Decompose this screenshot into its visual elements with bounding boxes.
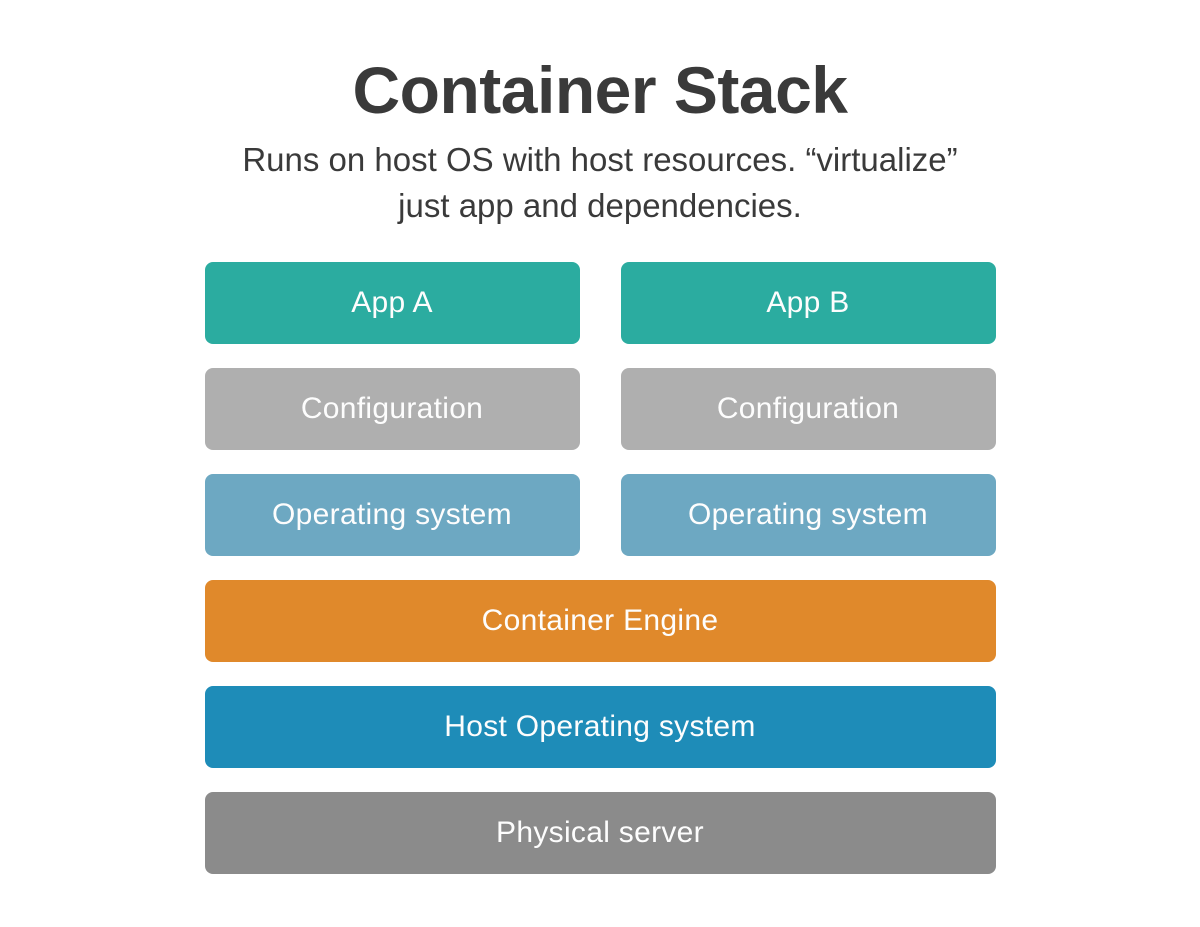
box-app-a-label: App A xyxy=(351,286,433,320)
box-app-b: App B xyxy=(620,262,996,345)
subtitle-line-1: Runs on host OS with host resources. “vi… xyxy=(242,141,958,179)
configuration-row: Configuration Configuration xyxy=(204,368,996,451)
container-stack: App A App B Configuration Configuration … xyxy=(204,262,996,875)
box-host-operating-system: Host Operating system xyxy=(204,686,996,769)
box-configuration-left: Configuration xyxy=(204,368,580,451)
box-operating-system-left-label: Operating system xyxy=(272,498,512,532)
box-host-operating-system-label: Host Operating system xyxy=(444,710,756,744)
subtitle-line-2: just app and dependencies. xyxy=(398,187,802,225)
box-operating-system-left: Operating system xyxy=(204,474,580,557)
box-configuration-right: Configuration xyxy=(620,368,996,451)
box-configuration-right-label: Configuration xyxy=(716,392,900,426)
box-app-a: App A xyxy=(204,262,580,345)
page-subtitle: Runs on host OS with host resources. “vi… xyxy=(150,137,1050,229)
box-physical-server-label: Physical server xyxy=(496,816,704,850)
box-physical-server: Physical server xyxy=(204,792,996,875)
box-configuration-left-label: Configuration xyxy=(300,392,484,426)
host-operating-system-row: Host Operating system xyxy=(204,686,996,769)
box-container-engine-label: Container Engine xyxy=(481,604,719,638)
physical-server-row: Physical server xyxy=(204,792,996,875)
box-container-engine: Container Engine xyxy=(204,580,996,663)
container-engine-row: Container Engine xyxy=(204,580,996,663)
box-operating-system-right-label: Operating system xyxy=(688,498,928,532)
apps-row: App A App B xyxy=(204,262,996,345)
page-title: Container Stack xyxy=(352,53,848,127)
box-operating-system-right: Operating system xyxy=(620,474,996,557)
operating-system-row: Operating system Operating system xyxy=(204,474,996,557)
diagram-header: Container Stack Runs on host OS with hos… xyxy=(0,0,1200,229)
box-app-b-label: App B xyxy=(766,286,850,320)
